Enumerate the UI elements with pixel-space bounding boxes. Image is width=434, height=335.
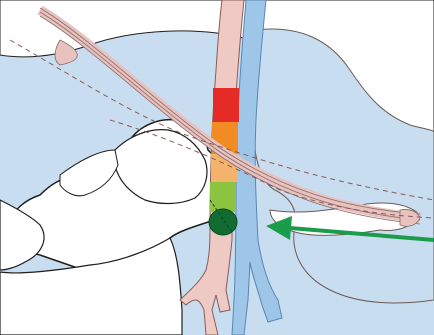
- zone-red: [213, 88, 239, 122]
- zone-dark-green: [209, 209, 237, 235]
- zone-light-green: [210, 182, 236, 212]
